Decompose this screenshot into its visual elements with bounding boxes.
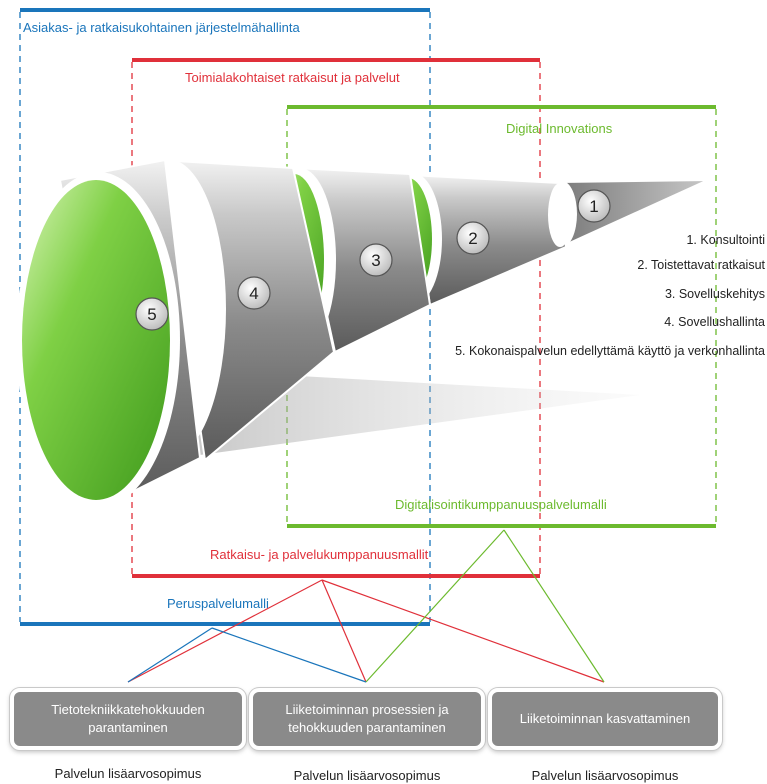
middle-frame-title: Toimialakohtaiset ratkaisut ja palvelut	[185, 70, 400, 85]
box-it-efficiency: Tietotekniikkatehokkuuden parantaminen	[10, 688, 246, 750]
number-label-1: 1	[589, 197, 598, 216]
legend-item-3: 3. Sovelluskehitys	[664, 287, 765, 301]
legend-item-4: 4. Sovellushallinta	[664, 315, 765, 329]
footer-label-1: Palvelun lisäarvosopimus	[54, 766, 202, 781]
outer-frame-bottom-label: Peruspalvelumalli	[167, 596, 269, 611]
number-badge-1: 1	[577, 189, 611, 223]
connector-lines	[127, 529, 605, 683]
cone-shadow	[190, 370, 640, 455]
frame-outer	[19, 8, 431, 626]
footer-label-2: Palvelun lisäarvosopimus	[293, 768, 441, 783]
inner-frame-title: Digital Innovations	[506, 121, 613, 136]
number-label-4: 4	[249, 284, 258, 303]
box-business-growth: Liiketoiminnan kasvattaminen	[488, 688, 722, 750]
number-badge-2: 2	[456, 221, 490, 255]
number-label-3: 3	[371, 251, 380, 270]
number-label-5: 5	[147, 305, 156, 324]
frame-inner	[286, 105, 717, 528]
outer-frame-title: Asiakas- ja ratkaisukohtainen järjestelm…	[23, 20, 300, 35]
segment-5	[16, 158, 202, 508]
legend-item-2: 2. Toistettavat ratkaisut	[637, 258, 765, 272]
box-it-efficiency-label: Tietotekniikkatehokkuuden parantaminen	[51, 702, 205, 735]
inner-frame-bottom-label: Digitalisointikumppanuuspalvelumalli	[395, 497, 607, 512]
legend-item-1: 1. Konsultointi	[686, 233, 765, 247]
box-process-efficiency: Liiketoiminnan prosessien ja tehokkuuden…	[249, 688, 485, 750]
number-badge-5: 5	[135, 297, 169, 331]
number-badge-3: 3	[359, 243, 393, 277]
footer-label-3: Palvelun lisäarvosopimus	[531, 768, 679, 783]
number-badge-4: 4	[237, 276, 271, 310]
box-business-growth-label: Liiketoiminnan kasvattaminen	[519, 711, 691, 726]
legend-item-5: 5. Kokonaispalvelun edellyttämä käyttö j…	[455, 344, 765, 358]
number-label-2: 2	[468, 229, 477, 248]
middle-frame-bottom-label: Ratkaisu- ja palvelukumppanuusmallit	[210, 547, 429, 562]
box-process-efficiency-label: Liiketoiminnan prosessien ja tehokkuuden…	[285, 702, 449, 735]
